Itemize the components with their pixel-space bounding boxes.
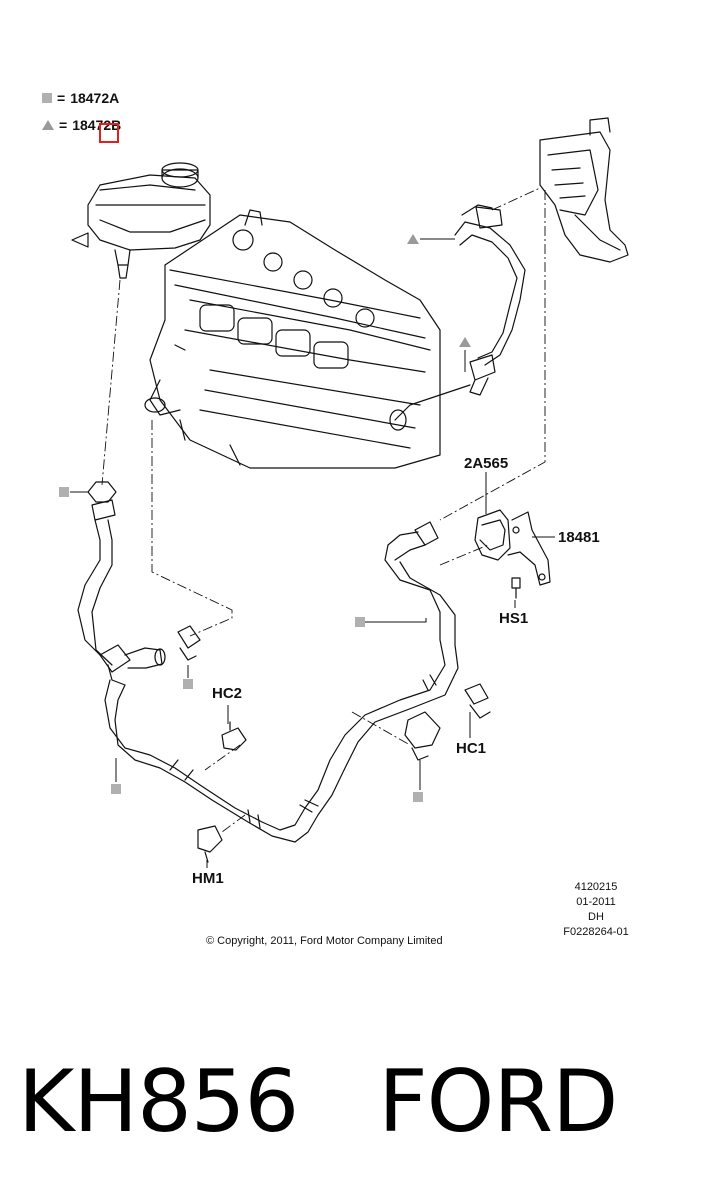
- coolant-hose-diagram: [59, 117, 629, 868]
- callout-hs1: HS1: [499, 610, 529, 627]
- copyright-notice: © Copyright, 2011, Ford Motor Company Li…: [206, 935, 443, 947]
- callout-hc2: HC2: [212, 685, 243, 702]
- tee-hose: [77, 481, 166, 686]
- legend-row-18472a: = 18472A: [42, 90, 119, 106]
- drawing-meta: 4120215 01-2011 DH F0228264-01: [556, 880, 636, 940]
- lower-radiator-hose: [104, 521, 459, 843]
- marker-symbols: [59, 234, 471, 802]
- callout-hc1: HC1: [456, 740, 487, 757]
- caption: KH856 FORD: [18, 1052, 618, 1152]
- legend-equals: =: [57, 90, 66, 106]
- meta-line-1: 4120215: [574, 881, 618, 893]
- expansion-tank: [71, 162, 211, 279]
- callout-2a565: 2A565: [464, 455, 509, 472]
- legend-18472b-label: 18472B: [72, 117, 122, 133]
- engine-block: [144, 209, 471, 469]
- legend-row-18472b: = 18472B: [42, 117, 121, 133]
- upper-heater-hose: [454, 204, 526, 396]
- legend-equals: =: [59, 117, 68, 133]
- caption-part-number: KH856: [18, 1052, 299, 1152]
- caption-brand: FORD: [378, 1052, 618, 1152]
- hose-clips: [177, 625, 491, 863]
- meta-line-2: 01-2011: [576, 896, 616, 908]
- selection-highlight-box: [99, 123, 119, 143]
- meta-line-4: F0228264-01: [563, 926, 629, 938]
- thermostat-housing: [474, 509, 551, 599]
- square-icon: [42, 93, 52, 103]
- meta-line-3: DH: [588, 911, 604, 923]
- callout-18481: 18481: [558, 529, 600, 546]
- triangle-icon: [42, 120, 54, 130]
- heater-core-housing: [539, 117, 629, 263]
- legend-18472a-label: 18472A: [70, 90, 120, 106]
- callout-hm1: HM1: [192, 870, 224, 887]
